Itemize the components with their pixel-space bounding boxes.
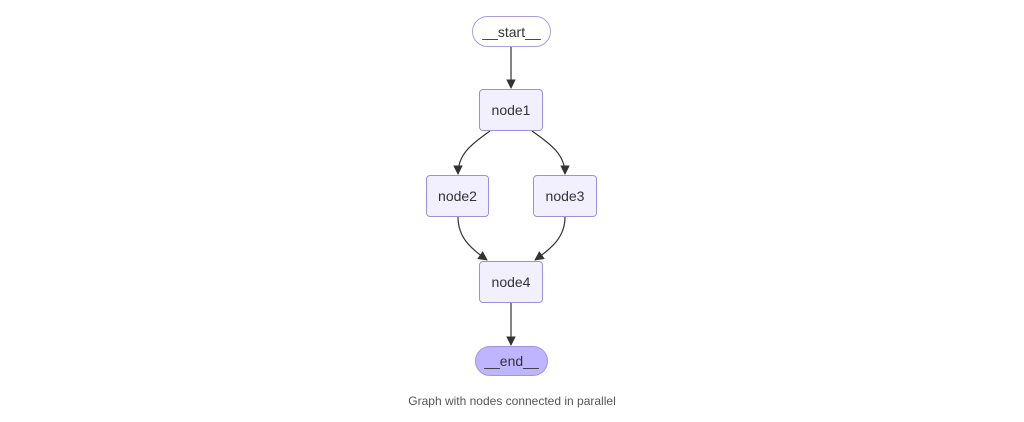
- node-start: __start__: [472, 16, 551, 47]
- node-node1: node1: [479, 89, 543, 131]
- node-node3: node3: [533, 175, 597, 217]
- edge-node3-node4: [534, 216, 566, 261]
- node-node3-label: node3: [545, 188, 585, 204]
- edge-node2-node4: [457, 216, 488, 261]
- node-end-label: __end__: [484, 353, 539, 369]
- node-node1-label: node1: [491, 102, 531, 118]
- node-node2-label: node2: [438, 188, 477, 204]
- edge-node1-node3: [531, 130, 570, 175]
- node-node4: node4: [479, 261, 543, 303]
- node-start-label: __start__: [482, 23, 541, 40]
- diagram-caption: Graph with nodes connected in parallel: [408, 394, 616, 408]
- node-end: __end__: [475, 346, 548, 376]
- node-node4-label: node4: [491, 274, 531, 290]
- edge-node1-node2: [453, 130, 491, 175]
- node-node2: node2: [426, 175, 489, 217]
